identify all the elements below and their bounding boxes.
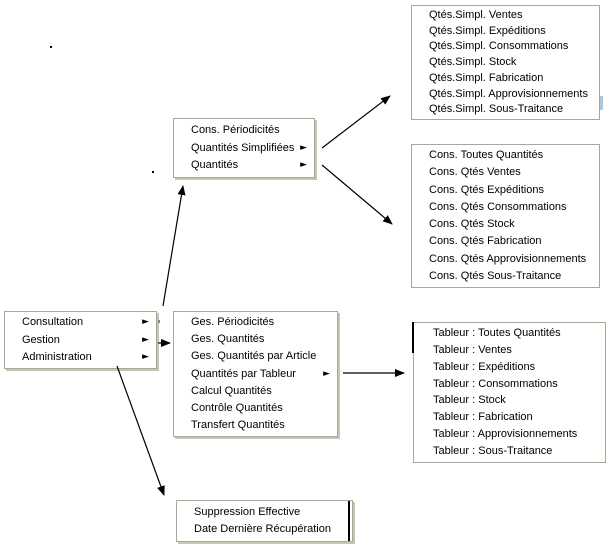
menu-item: Administration ►: [5, 351, 156, 364]
menu-item: Qtés.Simpl. Approvisionnements: [412, 88, 599, 101]
menu-item-label: Quantités par Tableur: [191, 367, 296, 380]
menu-item: Ges. Quantités: [174, 333, 337, 346]
menu-item-label: Cons. Périodicités: [191, 123, 280, 136]
submenu-arrow-icon: ►: [142, 334, 149, 345]
menu-item: Transfert Quantités: [174, 419, 337, 432]
menu-item: Cons. Qtés Expéditions: [412, 184, 599, 197]
quantites-simplifiees-submenu-box: Qtés.Simpl. Ventes Qtés.Simpl. Expéditio…: [411, 5, 600, 120]
arrow-quantites-simplifiees-to-submenu: [321, 95, 391, 149]
menu-item-label: Tableur : Sous-Traitance: [433, 445, 553, 457]
menu-item: Ges. Quantités par Article: [174, 350, 337, 363]
menu-item-label: Tableur : Consommations: [433, 377, 558, 390]
menu-item-label: Tableur : Stock: [433, 394, 506, 407]
menu-item: Tableur : Consommations: [416, 378, 605, 391]
artifact-dot: [152, 171, 154, 173]
menu-item: Quantités ►: [174, 159, 314, 172]
menu-item: Contrôle Quantités: [174, 402, 337, 415]
menu-item: Cons. Qtés Sous-Traitance: [412, 270, 599, 283]
artifact-dot: [50, 46, 52, 48]
menu-item-label: Transfert Quantités: [191, 418, 285, 431]
menu-item: Quantités par Tableur ►: [174, 368, 337, 381]
menu-item-label: Date Dernière Récupération: [194, 523, 331, 536]
menu-item-label: Cons. Qtés Consommations: [429, 200, 567, 213]
menu-item: Cons. Périodicités: [174, 124, 314, 137]
menu-item: Cons. Qtés Approvisionnements: [412, 253, 599, 266]
menu-item-label: Tableur : Approvisionnements: [433, 428, 578, 441]
menu-item: Cons. Toutes Quantités: [412, 149, 599, 162]
gestion-submenu-box: Ges. Périodicités Ges. Quantités Ges. Qu…: [173, 311, 338, 437]
menu-item: Tableur : Approvisionnements: [416, 428, 605, 441]
menu-item: Tableur : Expéditions: [416, 361, 605, 374]
artifact-dot: [158, 320, 160, 323]
submenu-arrow-icon: ►: [300, 142, 307, 153]
menu-item-label: Ges. Périodicités: [191, 316, 275, 329]
menu-item: Tableur : Toutes Quantités: [416, 327, 605, 340]
menu-item-label: Cons. Qtés Fabrication: [429, 235, 542, 248]
menu-item: Calcul Quantités: [174, 385, 337, 398]
artifact-blue-dash: [600, 96, 603, 110]
menu-item: Consultation ►: [5, 316, 156, 329]
administration-submenu-box: Suppression Effective Date Dernière Récu…: [176, 500, 353, 542]
menu-item-label: Tableur : Expéditions: [433, 360, 536, 373]
menu-item-label: Gestion: [22, 333, 60, 346]
menu-item: Qtés.Simpl. Expéditions: [412, 25, 599, 38]
menu-item: Suppression Effective: [177, 506, 352, 519]
menu-item-label: Qtés.Simpl. Ventes: [429, 8, 523, 21]
menu-item: Qtés.Simpl. Consommations: [412, 40, 599, 53]
menu-item: Tableur : Stock: [416, 394, 605, 407]
artifact-black-line: [412, 322, 414, 353]
menu-item-label: Administration: [22, 350, 92, 363]
menu-item: Ges. Périodicités: [174, 316, 337, 329]
menu-item: Gestion ►: [5, 334, 156, 347]
menu-item-label: Contrôle Quantités: [191, 401, 283, 414]
menu-item-label: Qtés.Simpl. Fabrication: [429, 71, 544, 84]
submenu-arrow-icon: ►: [142, 351, 149, 362]
menu-item-label: Qtés.Simpl. Expéditions: [429, 24, 546, 37]
menu-item-label: Cons. Qtés Ventes: [429, 166, 521, 179]
menu-item-label: Tableur : Ventes: [433, 343, 512, 356]
menu-item: Cons. Qtés Ventes: [412, 166, 599, 179]
menu-item: Qtés.Simpl. Fabrication: [412, 72, 599, 85]
menu-item-label: Cons. Qtés Sous-Traitance: [429, 269, 562, 282]
menu-item-label: Qtés.Simpl. Approvisionnements: [429, 87, 588, 100]
menu-item-label: Consultation: [22, 316, 84, 329]
menu-item-label: Cons. Toutes Quantités: [429, 149, 544, 162]
menu-item-label: Tableur : Toutes Quantités: [433, 326, 561, 339]
menu-item-label: Qtés.Simpl. Stock: [429, 56, 517, 68]
arrow-administration-to-submenu: [116, 365, 165, 496]
menu-item: Tableur : Sous-Traitance: [416, 445, 605, 458]
menu-item-label: Qtés.Simpl. Consommations: [429, 40, 569, 53]
menu-item-label: Ges. Quantités par Article: [191, 350, 317, 363]
menu-item-label: Qtés.Simpl. Sous-Traitance: [429, 103, 564, 116]
root-menu-box: Consultation ► Gestion ► Administration …: [4, 311, 157, 369]
menu-item: Cons. Qtés Consommations: [412, 201, 599, 214]
menu-item-label: Quantités: [191, 159, 239, 172]
menu-item-label: Suppression Effective: [194, 505, 301, 518]
submenu-arrow-icon: ►: [300, 160, 307, 171]
menu-item-label: Tableur : Fabrication: [433, 411, 533, 424]
menu-item: Qtés.Simpl. Ventes: [412, 9, 599, 22]
menu-item-label: Calcul Quantités: [191, 384, 272, 397]
quantites-submenu-box: Cons. Toutes Quantités Cons. Qtés Ventes…: [411, 144, 600, 288]
menu-item: Qtés.Simpl. Sous-Traitance: [412, 103, 599, 116]
menu-item-label: Ges. Quantités: [191, 333, 265, 346]
menu-item: Qtés.Simpl. Stock: [412, 56, 599, 69]
menu-item: Date Dernière Récupération: [177, 523, 352, 536]
menu-item: Cons. Qtés Fabrication: [412, 235, 599, 248]
arrow-quantites-to-submenu: [321, 164, 393, 225]
menu-item: Tableur : Ventes: [416, 344, 605, 357]
arrow-consultation-to-submenu: [162, 185, 186, 307]
menu-item-label: Cons. Qtés Expéditions: [429, 183, 544, 196]
submenu-arrow-icon: ►: [323, 368, 330, 379]
menu-item: Tableur : Fabrication: [416, 411, 605, 424]
menu-item-label: Quantités Simplifiées: [191, 141, 295, 154]
menu-item-label: Cons. Qtés Approvisionnements: [429, 252, 587, 265]
consultation-submenu-box: Cons. Périodicités Quantités Simplifiées…: [173, 118, 315, 178]
menu-item: Cons. Qtés Stock: [412, 218, 599, 231]
submenu-arrow-icon: ►: [142, 317, 149, 328]
artifact-black-line: [348, 501, 350, 541]
menu-item-label: Cons. Qtés Stock: [429, 218, 515, 231]
menu-item: Quantités Simplifiées ►: [174, 142, 314, 155]
quantites-par-tableur-submenu-box: Tableur : Toutes Quantités Tableur : Ven…: [413, 322, 606, 463]
